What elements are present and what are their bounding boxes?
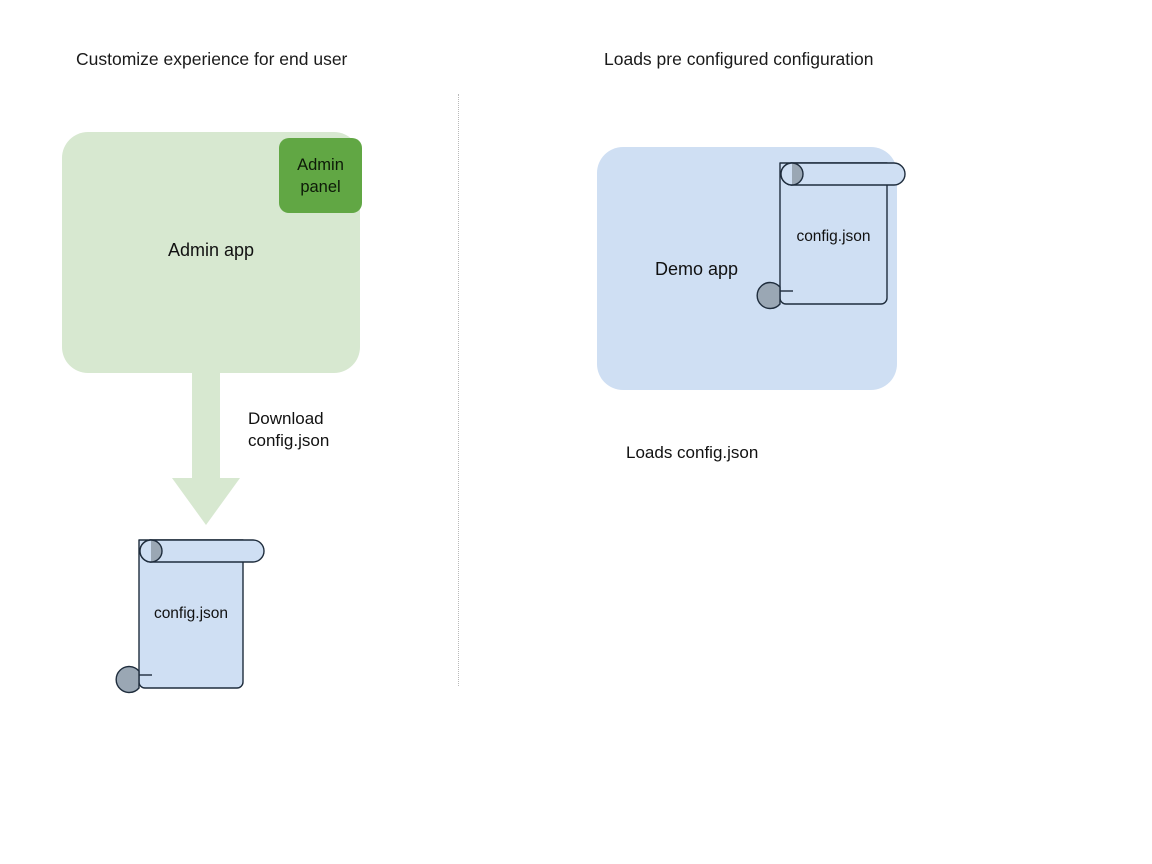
document-scroll-icon bbox=[115, 539, 265, 694]
download-arrow bbox=[170, 360, 246, 532]
config-json-label-left: config.json bbox=[153, 605, 229, 622]
document-scroll-icon bbox=[756, 162, 906, 310]
admin-panel-label-line1: Admin bbox=[297, 155, 344, 174]
right-column-caption: Loads pre configured configuration bbox=[604, 49, 874, 69]
config-json-document-right[interactable]: config.json bbox=[756, 152, 915, 312]
admin-panel-label-line2: panel bbox=[300, 177, 341, 196]
config-json-label-right: config.json bbox=[796, 228, 871, 245]
admin-app-label: Admin app bbox=[167, 240, 255, 260]
download-arrow-label: Download config.json bbox=[248, 408, 329, 452]
left-column-caption: Customize experience for end user bbox=[76, 49, 348, 69]
arrow-down-icon bbox=[172, 360, 240, 525]
loads-config-note: Loads config.json bbox=[626, 443, 759, 462]
column-divider bbox=[458, 94, 459, 686]
demo-app-label: Demo app bbox=[655, 259, 739, 279]
download-arrow-label-line1: Download bbox=[248, 409, 324, 428]
download-arrow-label-line2: config.json bbox=[248, 431, 330, 450]
admin-panel-chip[interactable]: Admin panel bbox=[279, 138, 362, 213]
config-json-document-left[interactable]: config.json bbox=[115, 528, 268, 694]
